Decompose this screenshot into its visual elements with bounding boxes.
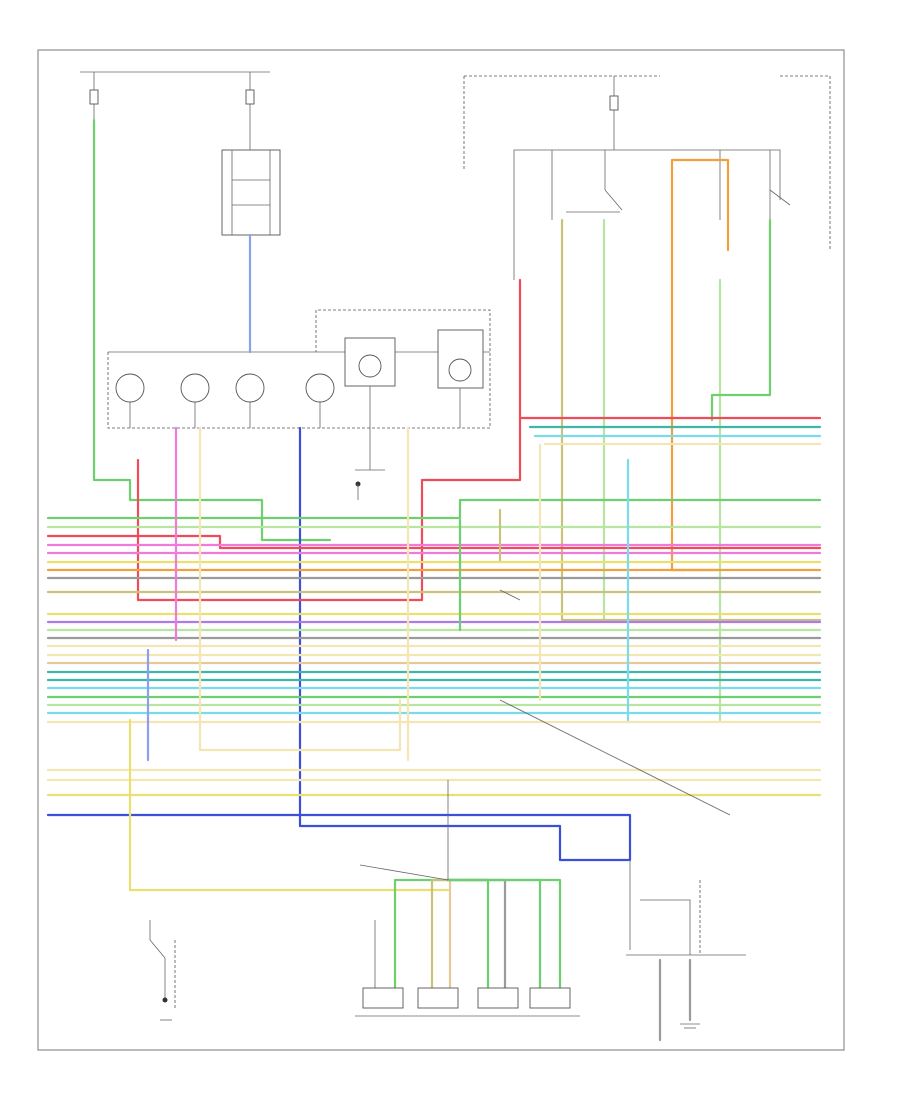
gauge-1-icon (115, 373, 145, 403)
gauge-4-icon (305, 373, 335, 403)
injector-3-icon (477, 987, 519, 1009)
top-left-fuse-area (80, 71, 281, 236)
relay-box (221, 149, 281, 236)
leader-line (499, 589, 521, 601)
wires (46, 118, 822, 892)
instrument-cluster (107, 309, 491, 500)
bottom-right-sending-unit (626, 860, 746, 1042)
top-right-switch-area (463, 75, 831, 280)
fuel-injectors (355, 780, 580, 1017)
leader-line (359, 864, 449, 881)
injector-1-icon (362, 987, 404, 1009)
diagram-frame (37, 49, 845, 1051)
gauge-2-icon (180, 373, 210, 403)
leader-line (499, 699, 731, 816)
bottom-left-sensor (149, 920, 176, 1021)
gauge-3-icon (235, 373, 265, 403)
injector-2-icon (417, 987, 459, 1009)
injector-4-icon (529, 987, 571, 1009)
